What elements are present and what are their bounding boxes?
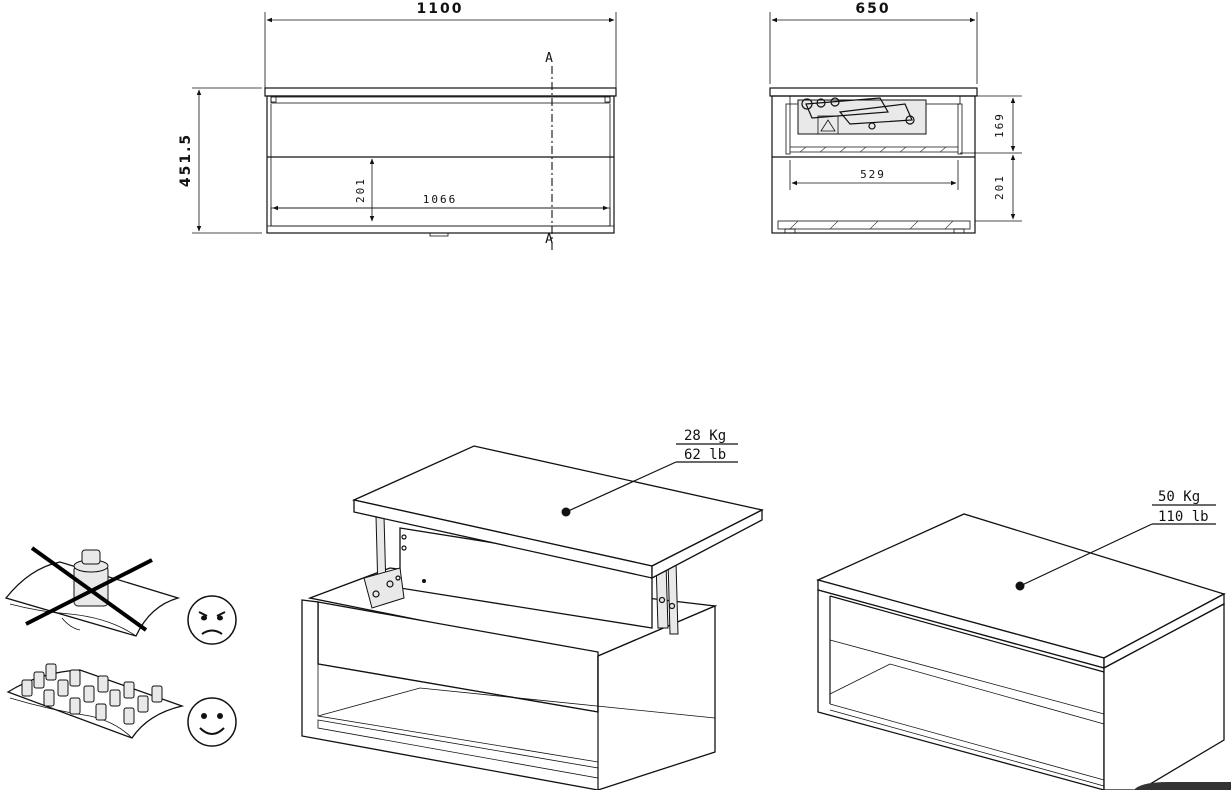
front-view: 1100 451.5 201 1066 A A [178, 1, 617, 250]
side-inner-depth-label: 529 [860, 168, 886, 181]
front-width-label: 1100 [417, 1, 464, 17]
closed-load-kg: 50 Kg [1158, 489, 1200, 505]
side-mechanism-label: 169 [993, 112, 1006, 138]
lifted-load-lb: 62 lb [684, 447, 726, 463]
load-distribution-wrong [4, 546, 181, 637]
closed-load-lb: 110 lb [1158, 509, 1209, 525]
side-view: 650 169 201 [769, 1, 1022, 234]
lifted-table-drawing: 28 Kg 62 lb [301, 428, 764, 790]
lift-mechanism-side [797, 97, 927, 135]
side-depth-label: 650 [855, 1, 890, 17]
angry-face-icon [187, 595, 237, 645]
corner-tab [1134, 782, 1231, 790]
front-inner-height-label: 201 [354, 177, 367, 203]
closed-table-drawing: 50 Kg 110 lb [816, 489, 1226, 790]
lifted-load-kg: 28 Kg [684, 428, 726, 444]
front-inner-width-label: 1066 [423, 193, 458, 206]
smiley-face-icon [187, 697, 237, 747]
load-distribution-right [6, 663, 185, 739]
front-height-label: 451.5 [178, 133, 194, 187]
side-lower-height-label: 201 [993, 174, 1006, 200]
section-label-top: A [545, 51, 553, 66]
section-label-bottom: A [545, 232, 553, 247]
